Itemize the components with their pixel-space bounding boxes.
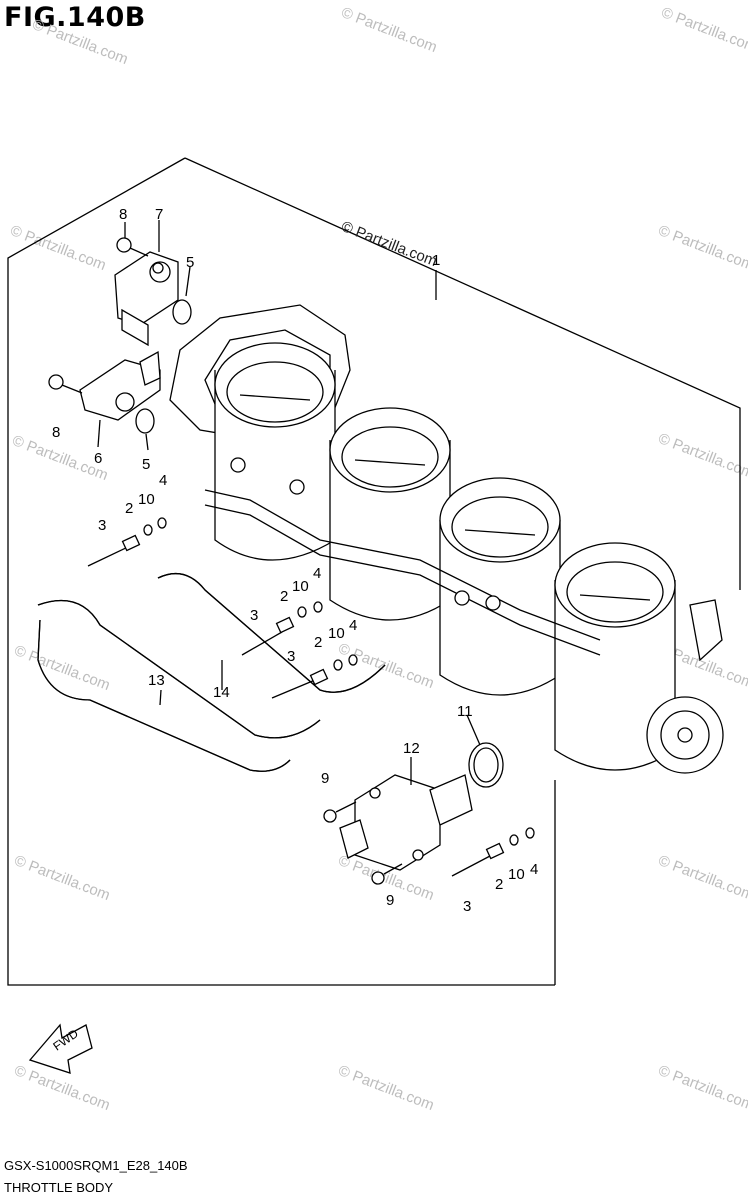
o-ring bbox=[135, 408, 155, 434]
adjuster-screw-set bbox=[241, 601, 323, 656]
hose bbox=[37, 619, 291, 772]
callout-10: 10 bbox=[138, 491, 155, 508]
callout-1: 1 bbox=[432, 252, 441, 269]
sensor bbox=[79, 350, 161, 421]
diagram-code: GSX-S1000SRQM1_E28_140B bbox=[4, 1158, 188, 1173]
screw bbox=[371, 863, 403, 885]
callout-3: 3 bbox=[463, 898, 472, 915]
adjuster-screw-set bbox=[451, 827, 535, 877]
callout-10: 10 bbox=[292, 578, 309, 595]
callout-4: 4 bbox=[349, 617, 358, 634]
callout-9: 9 bbox=[386, 892, 395, 909]
callout-5: 5 bbox=[142, 456, 151, 473]
callout-4: 4 bbox=[313, 565, 322, 582]
callout-4: 4 bbox=[159, 472, 168, 489]
callout-2: 2 bbox=[280, 588, 289, 605]
callout-5: 5 bbox=[186, 254, 195, 271]
screw bbox=[323, 801, 357, 823]
callout-12: 12 bbox=[403, 740, 420, 757]
screw bbox=[48, 374, 83, 394]
callout-3: 3 bbox=[287, 648, 296, 665]
callout-3: 3 bbox=[98, 517, 107, 534]
callout-2: 2 bbox=[495, 876, 504, 893]
callout-2: 2 bbox=[125, 500, 134, 517]
callout-4: 4 bbox=[530, 861, 539, 878]
callout-6: 6 bbox=[94, 450, 103, 467]
callout-13: 13 bbox=[148, 672, 165, 689]
hose bbox=[37, 599, 321, 739]
callout-10: 10 bbox=[328, 625, 345, 642]
fwd-arrow bbox=[28, 1023, 93, 1074]
callout-10: 10 bbox=[508, 866, 525, 883]
callout-9: 9 bbox=[321, 770, 330, 787]
hose bbox=[157, 572, 386, 693]
o-ring bbox=[473, 747, 499, 783]
assembly-outline bbox=[7, 157, 555, 986]
callout-11: 11 bbox=[457, 703, 473, 720]
screw bbox=[116, 237, 149, 257]
callout-7: 7 bbox=[155, 206, 164, 223]
adjuster-screw-set bbox=[271, 654, 358, 699]
throttle-position-sensor bbox=[114, 251, 179, 347]
callout-8: 8 bbox=[52, 424, 61, 441]
callout-2: 2 bbox=[314, 634, 323, 651]
callout-14: 14 bbox=[213, 684, 230, 701]
callout-8: 8 bbox=[119, 206, 128, 223]
assembly-outline bbox=[184, 157, 741, 590]
diagram-name: THROTTLE BODY bbox=[4, 1180, 114, 1195]
idle-speed-control-valve bbox=[339, 774, 473, 871]
hose bbox=[37, 599, 321, 739]
callout-3: 3 bbox=[250, 607, 259, 624]
hose bbox=[37, 619, 291, 772]
throttle-body-assembly bbox=[169, 304, 724, 774]
adjuster-screw-set bbox=[87, 517, 167, 567]
o-ring bbox=[172, 299, 192, 325]
figure-title: FIG.140B bbox=[4, 2, 146, 33]
